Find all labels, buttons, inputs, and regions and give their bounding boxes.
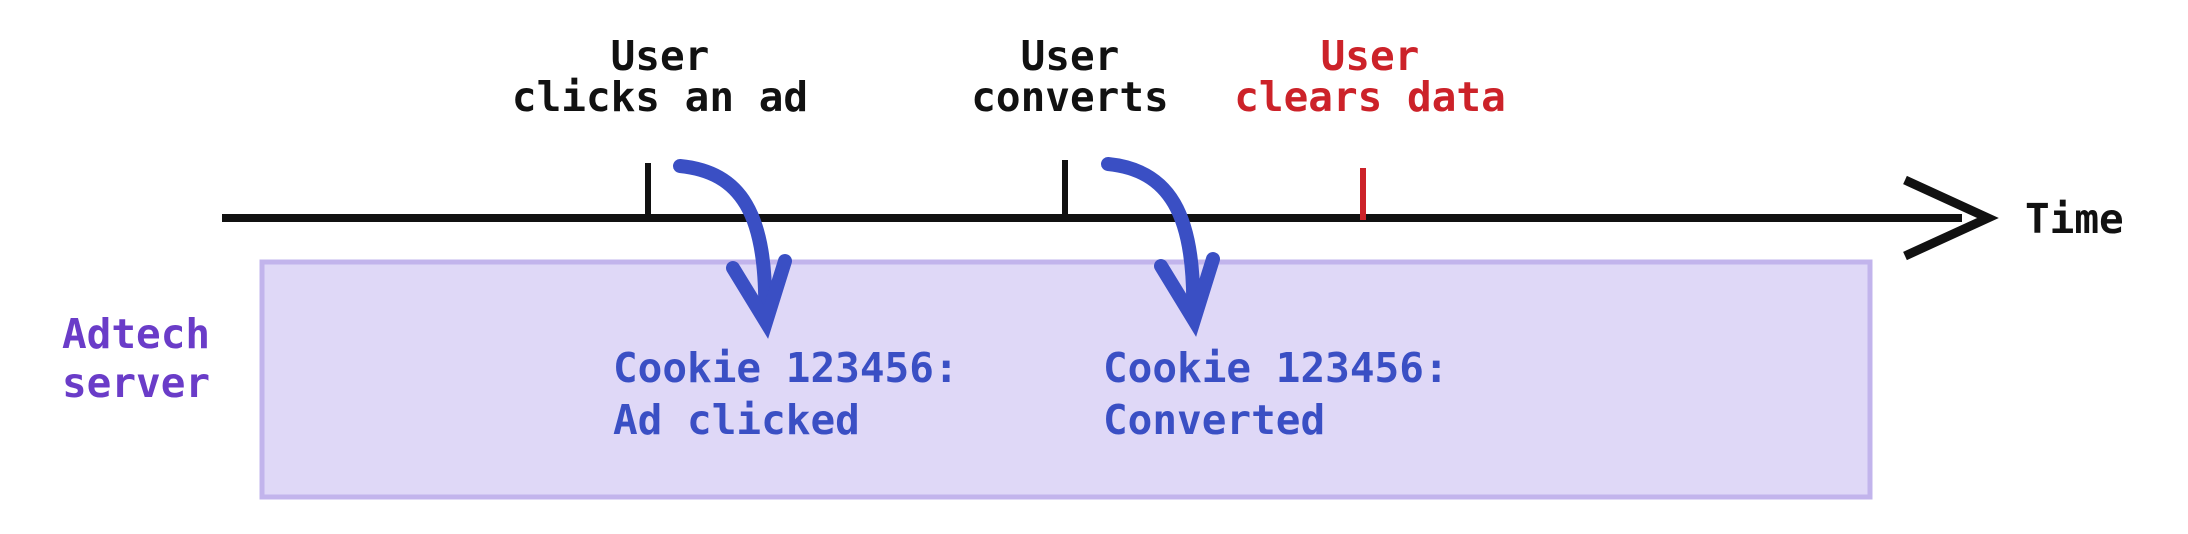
event-label-ad-click: User clicks an ad (512, 32, 808, 121)
event-label-conversion-line2: converts (971, 73, 1168, 121)
event-label-conversion-line1: User (1021, 32, 1120, 80)
timeline-axis-label: Time (2025, 195, 2124, 243)
event-label-clear-data: User clears data (1234, 32, 1506, 121)
server-record-converted: Cookie 123456: Converted (1103, 344, 1449, 444)
adtech-server-box (259, 259, 1873, 500)
server-record-ad-clicked-line1: Cookie 123456: (613, 344, 959, 392)
curved-arrow-ad-click (673, 159, 773, 325)
adtech-server-label-line1: Adtech (62, 310, 210, 358)
timeline-arrowhead-icon (1903, 175, 1999, 261)
curved-arrow-ad-click-head-icon (726, 254, 792, 339)
server-record-ad-clicked: Cookie 123456: Ad clicked (613, 344, 959, 444)
server-record-converted-line2: Converted (1103, 396, 1325, 444)
server-record-converted-line1: Cookie 123456: (1103, 344, 1449, 392)
adtech-server-label-line2: server (62, 359, 210, 407)
event-label-ad-click-line1: User (611, 32, 710, 80)
event-label-ad-click-line2: clicks an ad (512, 73, 808, 121)
event-label-conversion: User converts (971, 32, 1168, 121)
curved-arrow-conversion-head-icon (1154, 252, 1220, 337)
event-label-clear-data-line2: clears data (1234, 73, 1506, 121)
event-label-clear-data-line1: User (1321, 32, 1420, 80)
curved-arrow-conversion (1101, 157, 1201, 323)
server-record-ad-clicked-line2: Ad clicked (613, 396, 860, 444)
adtech-server-label: Adtech server (62, 310, 210, 407)
